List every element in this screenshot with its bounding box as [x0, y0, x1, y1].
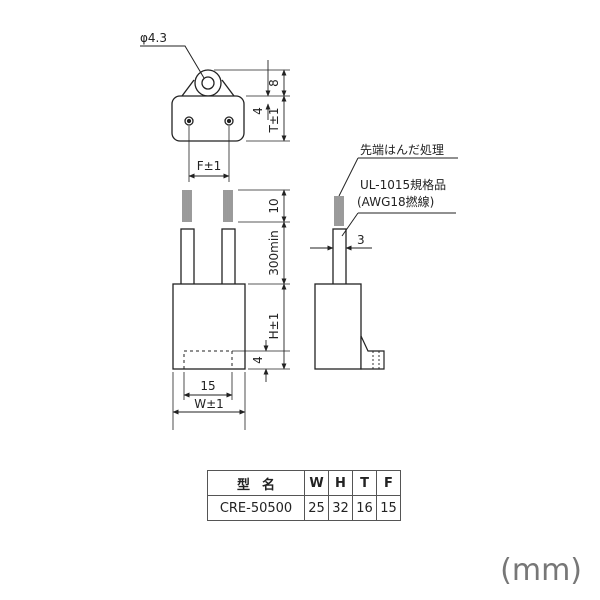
technical-drawing: φ4.3 8 4 T±1 F±1 10 300min H±1 4 15 W±1 …: [140, 31, 458, 430]
inner-width-label: 15: [200, 379, 215, 393]
header-t: T: [352, 470, 377, 496]
header-w: W: [304, 470, 329, 496]
tab-offset-label: 4: [251, 107, 265, 115]
pitch-label: F±1: [197, 159, 222, 173]
front-view: [172, 189, 290, 430]
mounting-tab-outline: [194, 69, 222, 97]
front-view-body: [172, 283, 246, 370]
unit-label: (mm): [500, 553, 582, 588]
header-f: F: [376, 470, 401, 496]
cell-t: 16: [352, 495, 377, 521]
spec-header-row: 型名 W H T F: [207, 470, 401, 496]
terminal-left: [184, 116, 194, 126]
top-view-body: [171, 95, 245, 142]
cell-h: 32: [328, 495, 353, 521]
lead-length-label: 300min: [267, 230, 281, 276]
spec-data-row: CRE-50500 25 32 16 15: [207, 495, 401, 521]
bottom-offset-label: 4: [251, 356, 265, 364]
thickness-label: T±1: [267, 107, 281, 133]
lead-wire-right: [221, 228, 236, 286]
body-height-label: H±1: [267, 313, 281, 340]
side-tab: [360, 335, 385, 370]
cell-model: CRE-50500: [207, 495, 305, 521]
tab-height-label: 8: [267, 79, 281, 87]
spec-table: 型名 W H T F CRE-50500 25 32 16 15: [207, 470, 401, 521]
note-tip-label: 先端はんだ処理: [360, 143, 444, 157]
lead-wire-side: [332, 228, 347, 286]
cell-f: 15: [376, 495, 401, 521]
side-view-body: [314, 283, 362, 370]
terminal-right: [224, 116, 234, 126]
header-model: 型名: [207, 470, 305, 496]
note-awg-label: (AWG18撚線): [357, 194, 434, 209]
hole-diameter-label: φ4.3: [140, 31, 167, 45]
width-label: W±1: [194, 397, 224, 411]
strip-length-label: 10: [267, 198, 281, 213]
note-standard-label: UL-1015規格品: [360, 177, 446, 192]
header-h: H: [328, 470, 353, 496]
cell-w: 25: [304, 495, 329, 521]
wire-diameter-label: 3: [357, 233, 365, 247]
mounting-hole: [201, 76, 215, 90]
side-view: [310, 157, 458, 370]
top-view: [140, 45, 290, 182]
lead-wire-left: [180, 228, 195, 286]
